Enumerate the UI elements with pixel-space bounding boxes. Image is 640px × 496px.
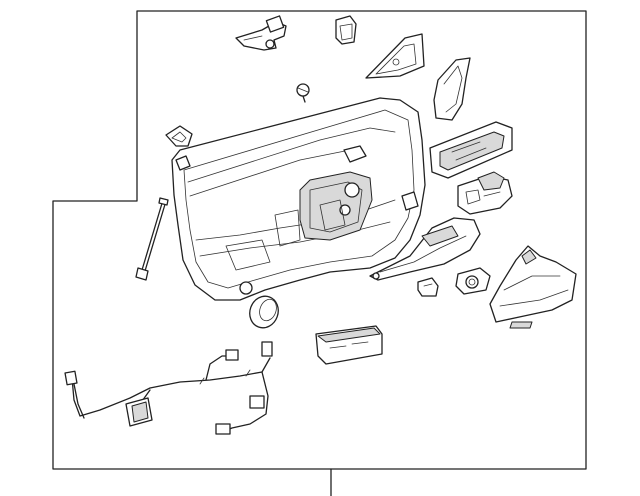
speaker-grille (249, 295, 279, 329)
door-trim-panel (171, 97, 426, 301)
screw (296, 83, 310, 103)
door-pocket (489, 245, 577, 323)
storage-bin (315, 325, 383, 365)
switch-assembly (457, 171, 513, 215)
sensor-bracket (235, 15, 287, 51)
a-pillar-trim (433, 57, 471, 121)
diagram-frame (52, 10, 587, 496)
armrest (369, 217, 481, 281)
clip-block (417, 277, 439, 297)
door-rod (135, 197, 169, 281)
label-tag (509, 321, 533, 329)
mirror-cover (365, 33, 425, 79)
wiring-harness (64, 341, 273, 435)
clip-small (165, 125, 193, 147)
bezel-upper (429, 121, 513, 179)
lock-bezel (455, 267, 491, 295)
clip-block-top (335, 15, 357, 45)
